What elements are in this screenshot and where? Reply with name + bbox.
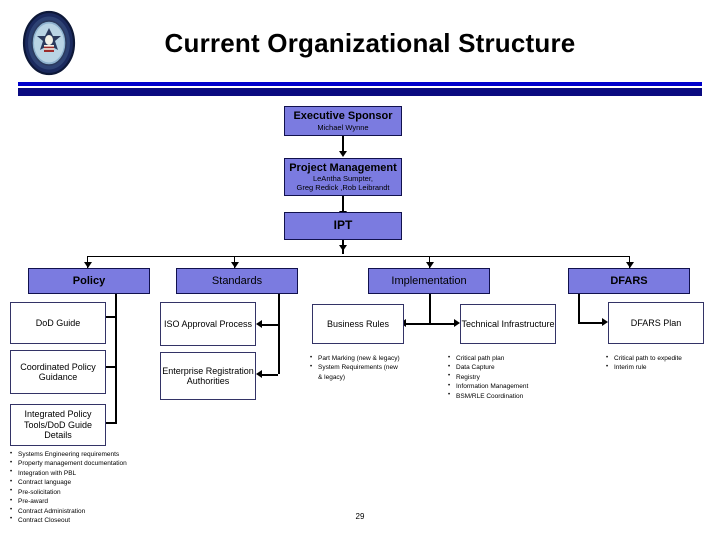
list-item: Property management documentation (10, 459, 155, 468)
list-item: BSM/RLE Coordination (448, 391, 558, 401)
list-item: Information Management (448, 382, 558, 391)
policy-bullet-list: Systems Engineering requirements Propert… (10, 449, 155, 525)
list-item: Interim rule (606, 363, 716, 372)
node-dfars-plan[interactable]: DFARS Plan (608, 302, 704, 344)
column-header-implementation-label: Implementation (391, 274, 467, 287)
column-header-policy-label: Policy (72, 274, 106, 287)
list-item: Pre-solicitation (10, 487, 155, 497)
page-title: Current Organizational Structure (164, 28, 576, 58)
page-number: 29 (355, 512, 365, 521)
node-coordinated-policy-guidance[interactable]: Coordinated Policy Guidance (10, 350, 106, 394)
node-executive-sponsor[interactable]: Executive Sponsor Michael Wynne (284, 106, 402, 136)
node-enterprise-registration-authorities-label: Enterprise Registration Authorities (162, 365, 254, 386)
arrow-dfars-icon (626, 262, 634, 268)
list-item: Pre-award (10, 497, 155, 506)
column-header-standards[interactable]: Standards (176, 268, 298, 294)
header-rule-thin (18, 82, 702, 86)
dfars-bus (578, 294, 580, 324)
standards-bus (278, 294, 280, 374)
list-item: Critical path to expedite (606, 353, 716, 363)
arrow-dfars-plan-icon (602, 318, 608, 326)
node-coordinated-policy-guidance-label: Coordinated Policy Guidance (20, 361, 96, 382)
distributor-bus (87, 256, 629, 257)
list-item: Contract Administration (10, 506, 155, 516)
arrow-policy-icon (84, 262, 92, 268)
project-management-title: Project Management (289, 161, 397, 174)
column-header-dfars-label: DFARS (610, 274, 648, 287)
technical-infrastructure-bullet-list: Critical path plan Data Capture Registry… (448, 353, 558, 401)
business-rules-bullet-list: Part Marking (new & legacy) System Requi… (310, 353, 402, 382)
node-ipt[interactable]: IPT (284, 212, 402, 240)
list-item: Critical path plan (448, 353, 558, 363)
list-item: Part Marking (new & legacy) (310, 353, 402, 363)
node-dod-guide-label: DoD Guide (35, 317, 81, 328)
list-item: Integration with PBL (10, 468, 155, 478)
arrow-standards-box1-icon (256, 320, 262, 328)
executive-sponsor-title: Executive Sponsor (293, 109, 393, 122)
arrow-standards-icon (231, 262, 239, 268)
ipt-title: IPT (333, 218, 353, 233)
list-item: Registry (448, 372, 558, 382)
executive-sponsor-people: Michael Wynne (317, 122, 369, 132)
connector-pm-to-ipt (342, 196, 344, 213)
column-header-standards-label: Standards (211, 274, 263, 287)
column-header-dfars[interactable]: DFARS (568, 268, 690, 294)
node-enterprise-registration-authorities[interactable]: Enterprise Registration Authorities (160, 352, 256, 400)
standards-branch-1 (262, 324, 278, 326)
project-management-people-1: LeAntha Sumpter, (312, 174, 374, 184)
node-technical-infrastructure-label: Technical Infrastructure (461, 318, 555, 329)
standards-branch-2 (262, 374, 278, 376)
policy-bus (115, 294, 117, 424)
arrow-technical-infrastructure-icon (454, 319, 460, 327)
node-project-management[interactable]: Project Management LeAntha Sumpter, Greg… (284, 158, 402, 196)
connector-exec-to-pm (342, 136, 344, 153)
node-dod-guide[interactable]: DoD Guide (10, 302, 106, 344)
node-business-rules[interactable]: Business Rules (312, 304, 404, 344)
list-item: System Requirements (new & legacy) (310, 363, 402, 382)
header-rule-thick (18, 88, 702, 96)
node-business-rules-label: Business Rules (326, 318, 390, 329)
node-iso-approval-process-label: ISO Approval Process (163, 318, 253, 329)
column-header-policy[interactable]: Policy (28, 268, 150, 294)
node-technical-infrastructure[interactable]: Technical Infrastructure (460, 304, 556, 344)
node-integrated-policy-tools-label: Integrated Policy Tools/DoD Guide Detail… (23, 409, 93, 441)
dfars-bullet-list: Critical path to expedite Interim rule (606, 353, 716, 373)
arrow-implementation-icon (426, 262, 434, 268)
list-item: Contract Closeout (10, 515, 155, 525)
dfars-branch (578, 322, 602, 324)
node-dfars-plan-label: DFARS Plan (630, 317, 682, 328)
list-item: Systems Engineering requirements (10, 449, 155, 459)
list-item: Contract language (10, 478, 155, 487)
project-management-people-2: Greg Redick ,Rob Leibrandt (296, 182, 390, 192)
column-header-implementation[interactable]: Implementation (368, 268, 490, 294)
dod-seal-icon (20, 10, 78, 76)
arrow-standards-box2-icon (256, 370, 262, 378)
arrow-exec-to-pm-icon (339, 151, 347, 157)
list-item: Data Capture (448, 363, 558, 372)
node-iso-approval-process[interactable]: ISO Approval Process (160, 302, 256, 346)
implementation-bus (429, 294, 431, 324)
arrow-ipt-down-icon (339, 245, 347, 251)
implementation-branch (406, 323, 454, 325)
node-integrated-policy-tools[interactable]: Integrated Policy Tools/DoD Guide Detail… (10, 404, 106, 446)
